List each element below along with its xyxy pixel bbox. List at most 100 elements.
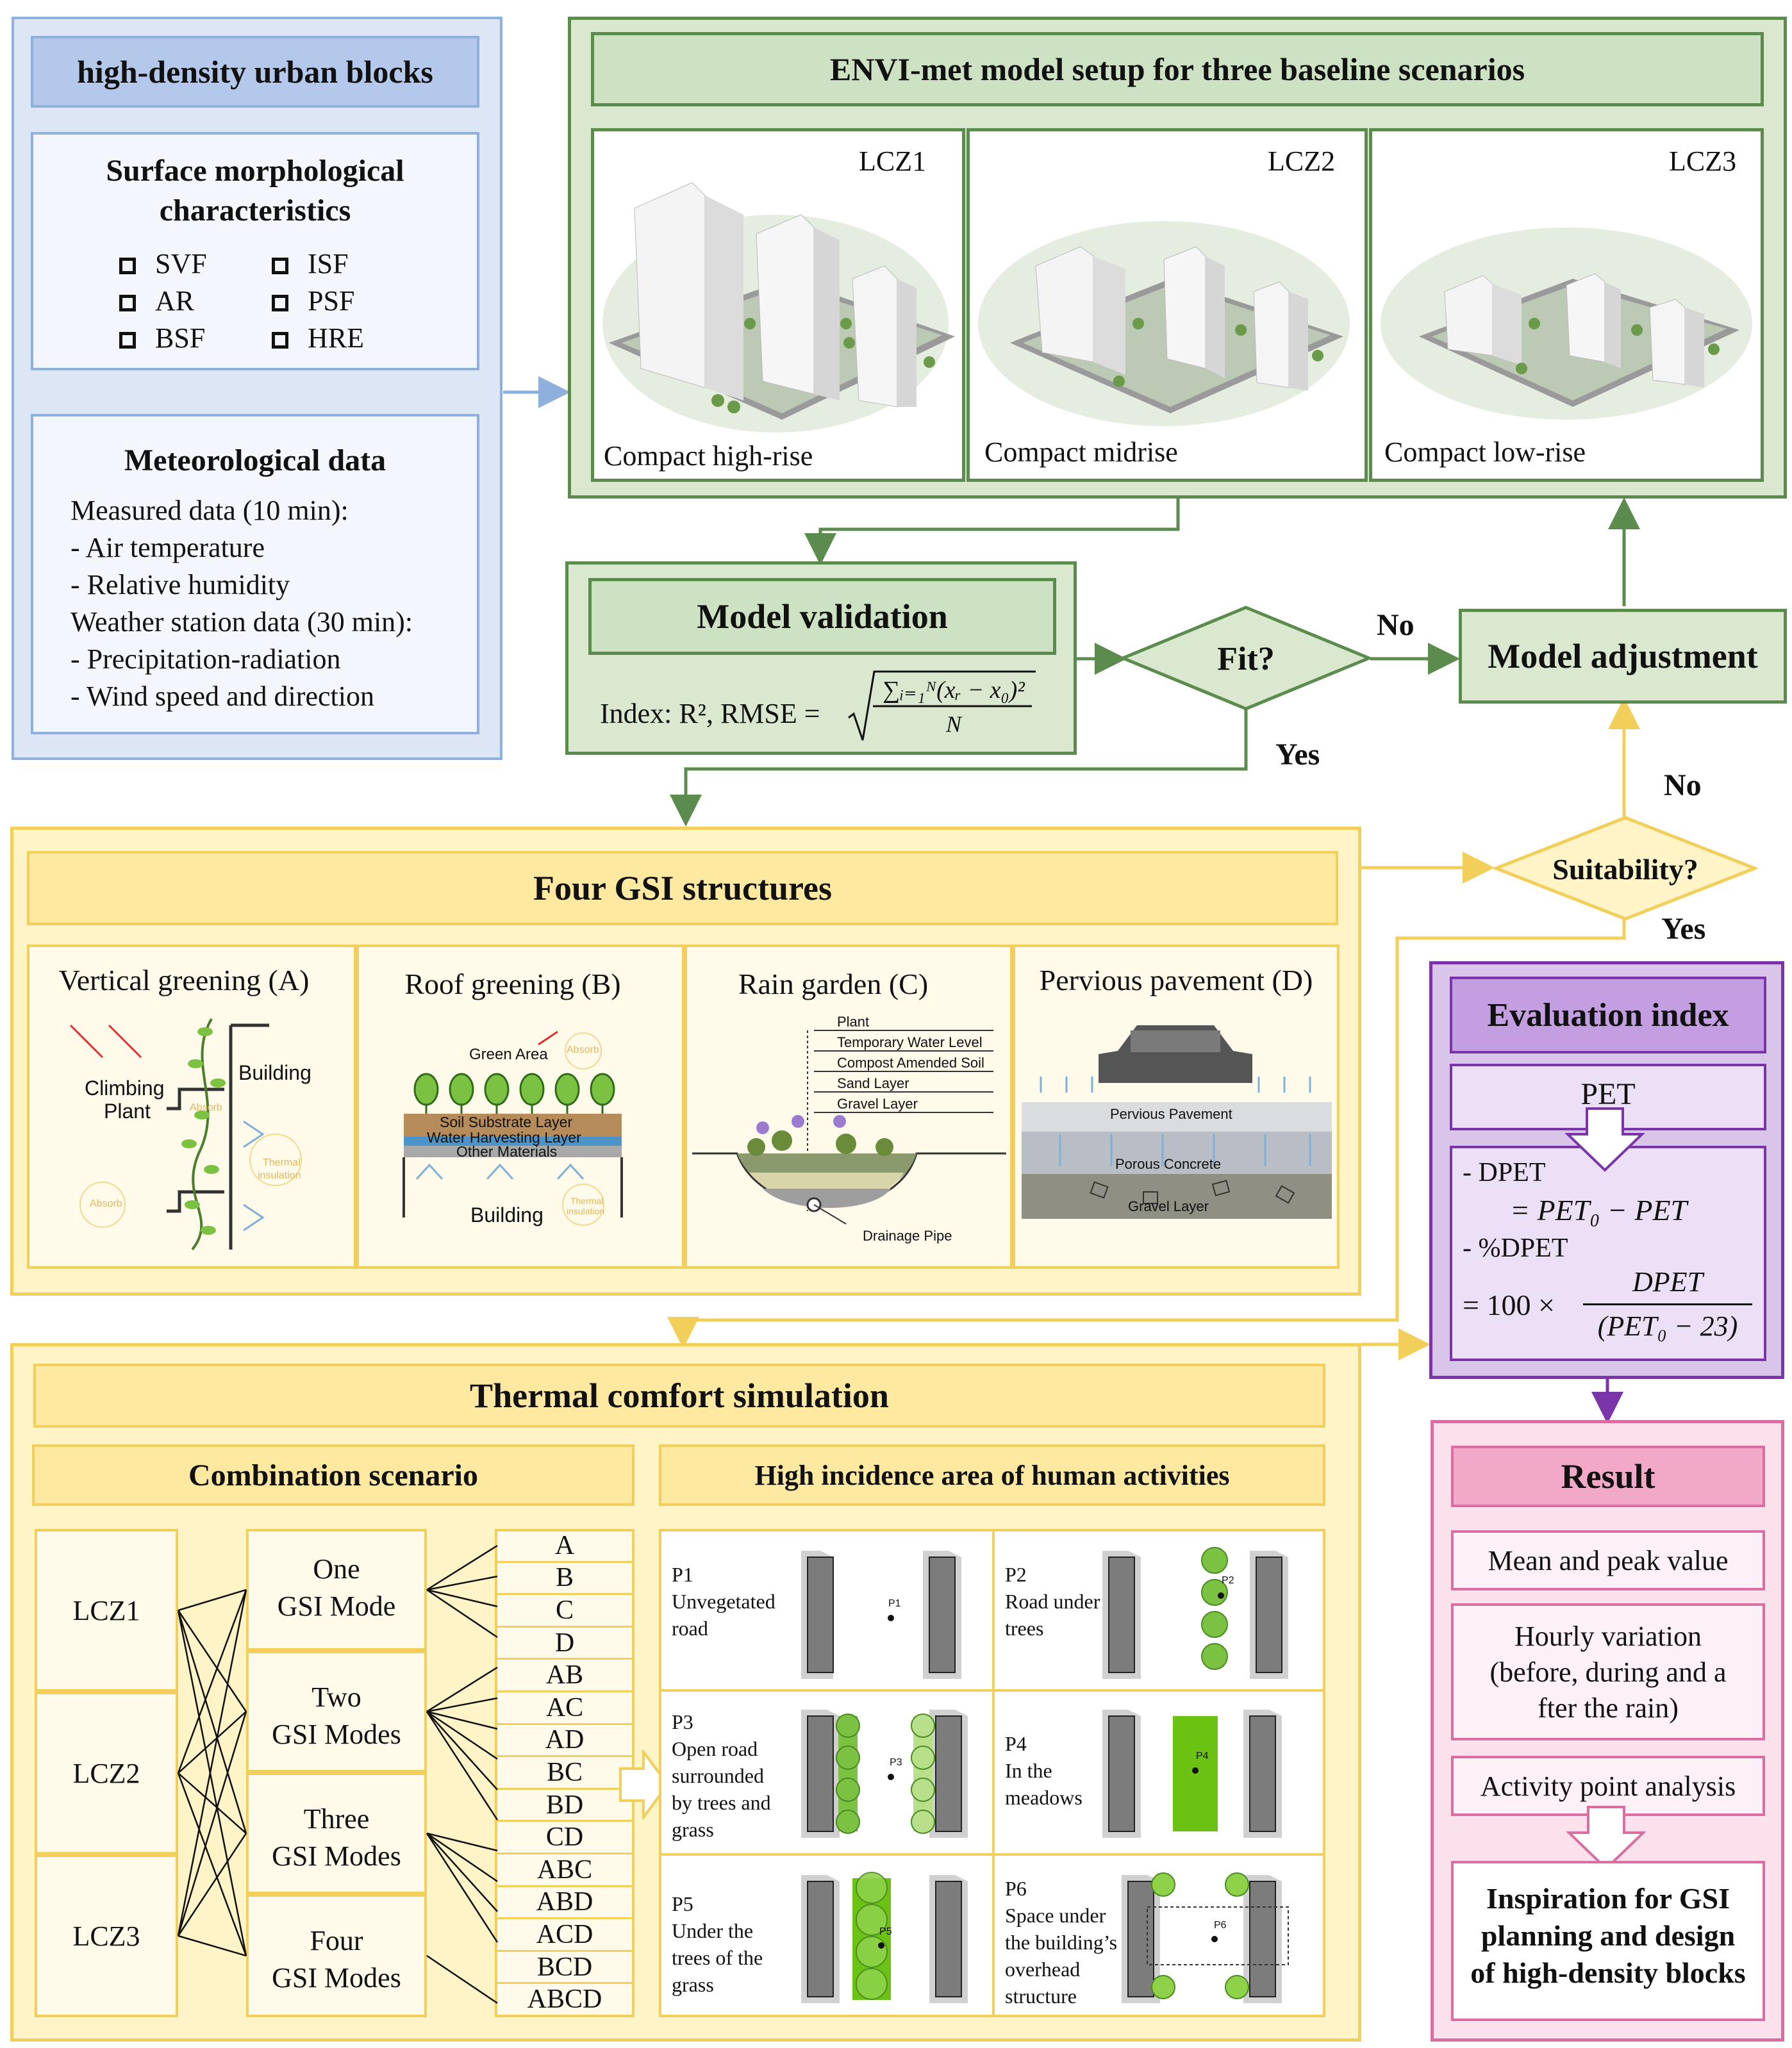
mode-two-line2: GSI Modes [272, 1718, 401, 1750]
combo-bcd: BCD [497, 1952, 632, 1985]
activity-grid-divider [659, 1689, 1325, 1692]
suitability-decision-diamond [1493, 816, 1757, 921]
meteo-line: - Relative humidity [71, 569, 290, 600]
evaluation-index-title: Evaluation index [1450, 977, 1766, 1053]
hourly-line: (before, during and a [1489, 1656, 1727, 1688]
morphology-box [31, 132, 479, 370]
meteo-line: - Air temperature [71, 532, 265, 563]
mode-three-line2: GSI Modes [272, 1840, 401, 1872]
p6-marker-label: P6 [1214, 1920, 1227, 1931]
point-p1-map [801, 1551, 961, 1679]
pp-concrete-label: Porous Concrete [1115, 1156, 1222, 1172]
combination-list [495, 1529, 635, 2017]
p1-line: P1 [672, 1563, 693, 1586]
morph-item-psf: PSF [272, 285, 354, 317]
p2-line: Road under [1005, 1590, 1100, 1613]
point-p5-map [801, 1872, 968, 2003]
point-p3-label: P3 Open road surrounded by trees and gra… [672, 1708, 771, 1843]
p3-line: surrounded [672, 1764, 764, 1787]
lcz2-caption: Compact midrise [984, 436, 1178, 468]
pp-pavement-label: Pervious Pavement [1110, 1106, 1232, 1122]
suitability-label: Suitability? [1552, 852, 1698, 886]
pdpet-label: - %DPET [1463, 1234, 1568, 1263]
meteo-line: - Wind speed and direction [71, 681, 374, 712]
meteorological-title: Meteorological data [124, 443, 386, 477]
p3-line: by trees and [672, 1791, 771, 1814]
pet-label: PET [1580, 1077, 1636, 1111]
p6-line: P6 [1005, 1877, 1027, 1900]
point-p4-label: P4 In the meadows [1005, 1730, 1083, 1811]
meteo-line: - Precipitation-radiation [71, 643, 341, 675]
p3-line: P3 [672, 1710, 693, 1733]
p3-line: Open road [672, 1737, 758, 1760]
urban-blocks-title: high-density urban blocks [31, 36, 479, 108]
combo-b: B [497, 1563, 632, 1596]
fit-label: Fit? [1217, 640, 1275, 677]
mode-one-line2: GSI Mode [277, 1590, 396, 1622]
p6-line: structure [1005, 1985, 1077, 2008]
p1-line: road [672, 1617, 708, 1640]
point-p6-label: P6 Space under the building’s overhead s… [1005, 1875, 1117, 2010]
dpet-label: - DPET [1463, 1158, 1546, 1187]
green-area-label: Green Area [469, 1046, 548, 1063]
p6-line: overhead [1005, 1958, 1081, 1981]
suitability-yes-label: Yes [1661, 912, 1706, 946]
p5-marker-label: P5 [879, 1926, 892, 1937]
gsi-structures-title: Four GSI structures [27, 851, 1338, 925]
climbing-label: Climbing [85, 1077, 165, 1100]
mode-two-line1: Two [311, 1681, 361, 1713]
building-label: Building [238, 1061, 311, 1084]
combo-d: D [497, 1628, 632, 1660]
water-harvesting-label: Water Harvesting Layer [427, 1129, 581, 1146]
combo-cd: CD [497, 1822, 632, 1854]
mode-one-cell [246, 1529, 427, 1651]
absorb-label-2: Absorb [190, 1102, 222, 1113]
p3-line: grass [672, 1818, 714, 1841]
other-materials-label: Other Materials [456, 1143, 558, 1160]
p2-line: trees [1005, 1617, 1044, 1640]
p5-line: Under the [672, 1919, 754, 1942]
morph-item-hre: HRE [272, 322, 364, 354]
gsi-panel-title: Vertical greening (A) [58, 963, 310, 996]
activity-grid-divider [659, 1853, 1325, 1856]
p2-line: P2 [1005, 1563, 1027, 1586]
point-p3-map [801, 1710, 968, 1838]
inspiration-lines: Inspiration for GSI planning and design … [1451, 1880, 1765, 1992]
down-arrow-icon [1566, 1806, 1646, 1870]
inspiration-line: Inspiration for GSI [1486, 1882, 1730, 1915]
result-inspiration [1451, 1861, 1765, 2021]
pdpet-prefix: = 100 × [1463, 1289, 1555, 1321]
combo-acd: ACD [497, 1919, 632, 1952]
suitability-no-label: No [1664, 768, 1702, 802]
result-hourly-variation [1451, 1603, 1765, 1740]
gsi-panel-roof-greening [356, 945, 684, 1269]
rain-garden-illustration [692, 1030, 1006, 1225]
down-arrow-icon [1565, 1107, 1645, 1172]
combo-ac: AC [497, 1692, 632, 1725]
point-p6-map [1122, 1872, 1289, 2003]
rg-sand-label: Sand Layer [837, 1075, 909, 1091]
roof-greening-illustration [402, 1030, 623, 1226]
combination-links [177, 1544, 499, 2004]
morphology-title-line2: characteristics [159, 193, 351, 227]
p5-line: P5 [672, 1892, 693, 1915]
sqrt-symbol-icon [848, 670, 1036, 741]
gsi-panel-title: Roof greening (B) [404, 967, 621, 1000]
point-p1-label: P1 Unvegetated road [672, 1561, 776, 1642]
p1-marker-label: P1 [888, 1598, 901, 1609]
inspiration-line: planning and design [1481, 1919, 1736, 1952]
model-adjustment-box: Model adjustment [1459, 609, 1787, 704]
mode-two-cell [246, 1651, 427, 1772]
point-p4-map [1102, 1710, 1282, 1838]
p1-line: Unvegetated [672, 1590, 776, 1613]
inspiration-line: of high-density blocks [1470, 1956, 1746, 1989]
combo-bc: BC [497, 1757, 632, 1790]
morph-item-isf: ISF [272, 247, 349, 280]
checkbox-icon [272, 332, 288, 349]
lcz1-label: LCZ1 [859, 145, 927, 177]
combo-abc: ABC [497, 1854, 632, 1887]
p6-line: Space under [1005, 1904, 1106, 1927]
hourly-line: fter the rain) [1538, 1692, 1679, 1724]
meteorological-box [31, 414, 479, 734]
result-title: Result [1451, 1446, 1765, 1507]
